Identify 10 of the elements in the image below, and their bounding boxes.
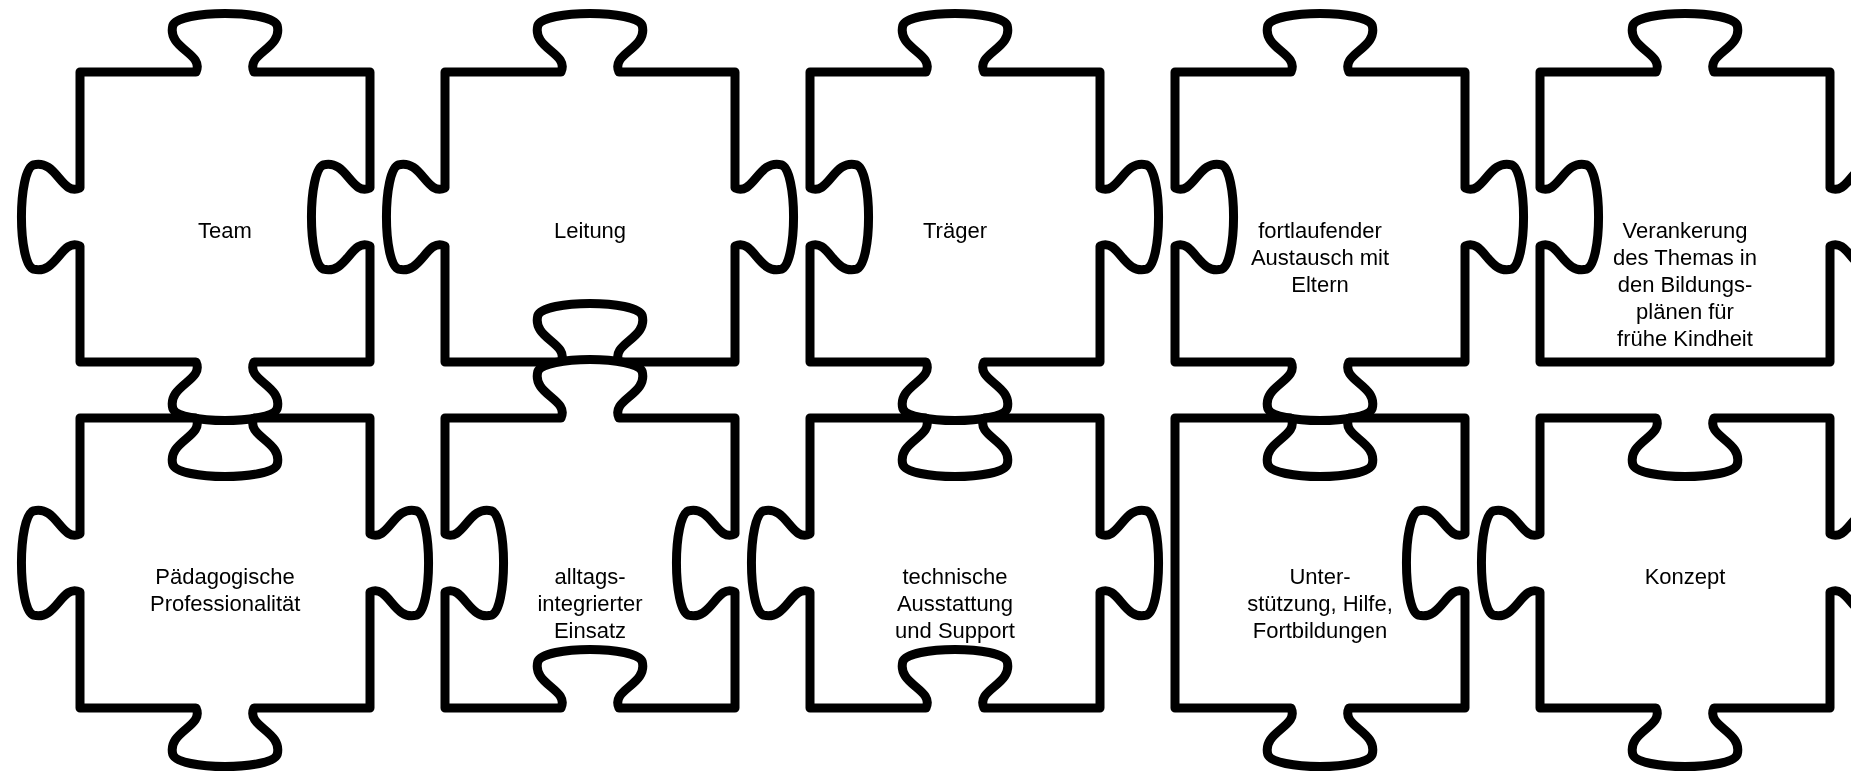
- piece-label: Träger: [922, 217, 988, 244]
- piece-label: Pädagogische Professionalität: [150, 563, 300, 617]
- piece-label: technische Ausstattung und Support: [894, 563, 1016, 644]
- piece-label: fortlaufender Austausch mit Eltern: [1249, 217, 1391, 298]
- piece-label: Team: [197, 217, 253, 244]
- piece-label: Unter- stützung, Hilfe, Fortbildungen: [1246, 563, 1394, 644]
- piece-label: Konzept: [1643, 563, 1727, 590]
- piece-label: Leitung: [552, 217, 628, 244]
- piece-label: alltags- integrierter Einsatz: [536, 563, 644, 644]
- piece-label: Verankerung des Themas in den Bildungs- plänen für frühe Kindheit: [1612, 217, 1758, 352]
